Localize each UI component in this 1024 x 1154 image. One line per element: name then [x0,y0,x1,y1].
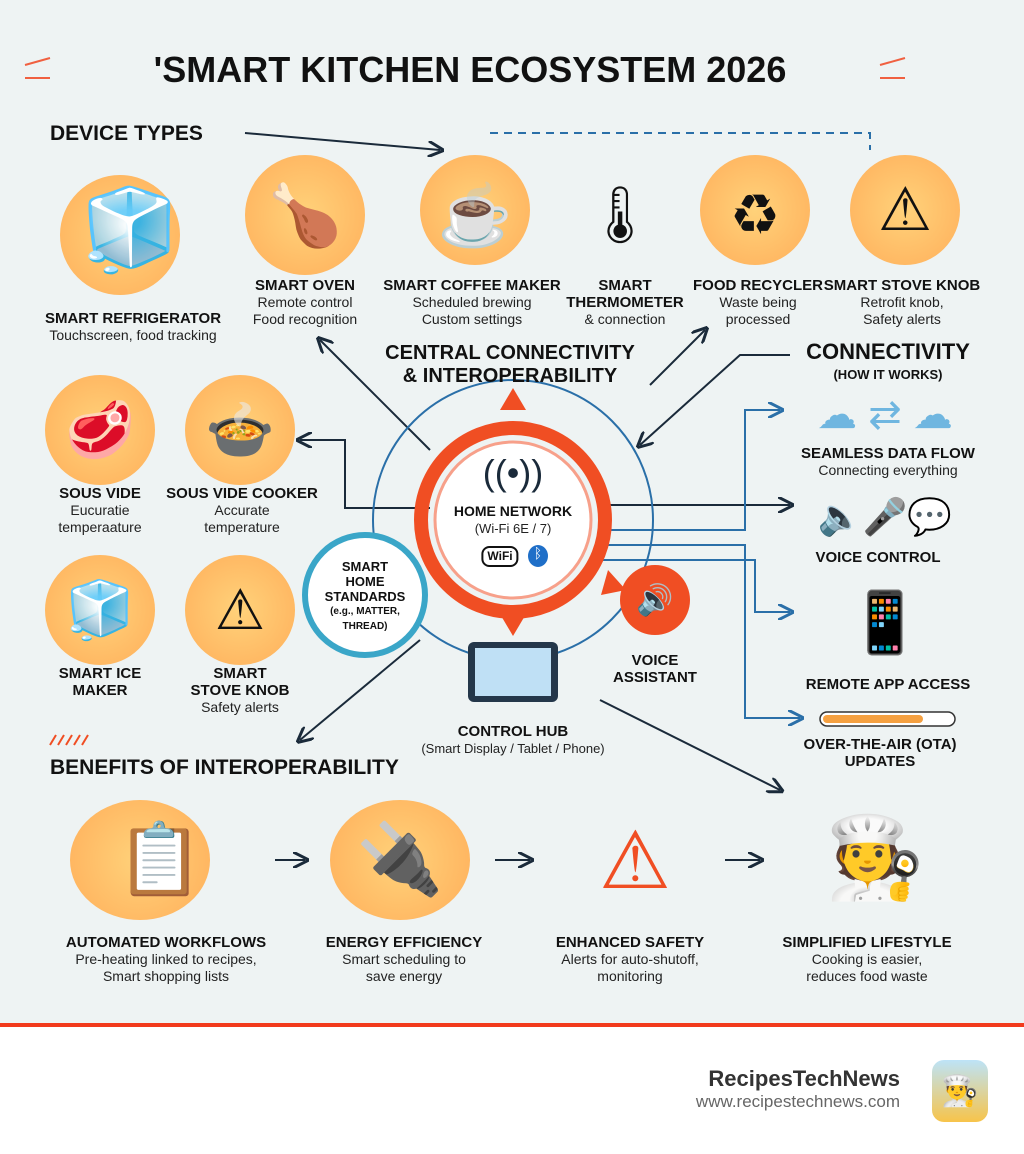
section-device-types: DEVICE TYPES [50,122,203,145]
device-desc: Food recognition [252,311,358,327]
device-desc: temperature [204,519,280,535]
device-name: SMART OVEN [254,277,356,294]
device-name: SMART REFRIGERATOR [44,310,222,327]
central-title: CENTRAL CONNECTIVITY [385,342,635,364]
device-name: SOUS VIDE COOKER [166,485,318,502]
device-name: STOVE KNOB [190,682,290,699]
device-name: THERMOMETER [566,294,684,311]
benefit-desc: reduces food waste [806,968,928,984]
device-desc: & connection [584,311,666,327]
connector-lines [24,57,956,1024]
cloud-data-flow-icon: ☁ ⇄ ☁ [817,393,953,437]
benefit-desc: Smart shopping lists [102,968,230,984]
infographic: 'SMART KITCHEN ECOSYSTEM 2026 DEVICE TYP… [0,0,1024,1024]
device-name: SMART ICE [58,665,142,682]
benefit-name: ENHANCED SAFETY [555,934,705,951]
refrigerator-icon: 🧊 [80,185,180,274]
device-desc: Custom settings [421,311,523,327]
food-recycler-icon: ♻ [729,183,781,246]
connectivity-subtitle: (HOW IT WORKS) [833,367,943,382]
connectivity-item-name: SEAMLESS DATA FLOW [801,445,975,462]
device-name: SMART [598,277,652,294]
benefit-name: AUTOMATED WORKFLOWS [65,934,267,951]
coffee-maker-icon: ☕ [437,181,513,249]
device-name: SMART STOVE KNOB [823,277,981,294]
benefit-desc: Pre-heating linked to recipes, [75,951,257,967]
divider [0,1023,1024,1027]
device-desc: Safety alerts [201,699,279,715]
voice-assistant-label: ASSISTANT [613,669,697,686]
thermometer-icon: 🌡 [584,183,656,246]
benefit-desc: Alerts for auto-shutoff, [561,951,699,967]
voice-assistant-label: VOICE [631,652,679,669]
energy-plug-icon: 🔌 [356,820,444,898]
speaker-icon: 🔊 [636,583,674,617]
device-name: FOOD RECYCLER [692,277,824,294]
device-desc: Remote control [257,294,353,310]
device-desc: temperaature [58,519,142,535]
benefit-desc: Smart scheduling to [342,951,466,967]
device-desc: Accurate [214,502,270,518]
warning-icon: ⚠ [599,815,671,905]
benefit-desc: monitoring [597,968,663,984]
standards-label: THREAD) [342,621,388,632]
remote-app-icon: 📱 [847,589,923,656]
wifi-badge: WiFi [481,546,519,567]
device-desc: Touchscreen, food tracking [49,327,217,343]
benefit-desc: save energy [365,968,443,984]
connectivity-title: CONNECTIVITY [806,339,970,364]
device-desc: Scheduled brewing [412,294,532,310]
standards-label: HOME [345,574,385,589]
chef-cooking-icon: 🧑‍🍳 [825,812,925,902]
sous-vide-icon: 🥩 [65,398,135,461]
checklist-icon: 📋 [116,820,204,898]
standards-label: (e.g., MATTER, [330,606,400,617]
device-desc: Safety alerts [863,311,941,327]
benefit-name: ENERGY EFFICIENCY [325,934,483,951]
standards-label: SMART [341,559,389,574]
device-desc: Waste being [719,294,797,310]
device-desc: Retrofit knob, [860,294,944,310]
device-name: SOUS VIDE [59,485,141,502]
sous-vide-cooker-icon: 🍲 [205,398,275,461]
home-network-label: HOME NETWORK [453,503,573,519]
connectivity-item-name: REMOTE APP ACCESS [805,676,971,693]
voice-control-icon: 🔈🎤💬 [817,496,953,537]
footer-brand: RecipesTechNews [708,1066,900,1091]
connectivity-item-name: UPDATES [844,753,916,770]
device-desc: Eucuratie [70,502,130,518]
device-desc: processed [725,311,791,327]
device-name: SMART COFFEE MAKER [383,277,561,294]
section-benefits: BENEFITS OF INTEROPERABILITY [50,756,399,779]
brand-logo: 👨‍🍳 [932,1060,988,1122]
central-title: & INTEROPERABILITY [402,365,618,387]
footer-url[interactable]: www.recipestechnews.com [695,1092,900,1111]
stove-knob-icon: ⚠ [214,578,266,641]
standards-label: STANDARDS [324,589,406,604]
benefit-desc: Cooking is easier, [811,951,923,967]
stove-knob-icon: ⚠ [878,176,932,243]
device-name: MAKER [72,682,128,699]
oven-icon: 🍗 [267,181,343,249]
wifi-icon: ((•)) [482,451,544,493]
page-title: 'SMART KITCHEN ECOSYSTEM 2026 [153,49,787,90]
connectivity-item-name: VOICE CONTROL [815,549,941,566]
ice-maker-icon: 🧊 [65,578,135,641]
home-network-sub: (Wi-Fi 6E / 7) [474,521,552,536]
benefit-name: SIMPLIFIED LIFESTYLE [782,934,952,951]
device-name: SMART [213,665,267,682]
connectivity-item-name: OVER-THE-AIR (OTA) [803,736,957,753]
bluetooth-icon: ᛒ [528,545,548,567]
connectivity-item-desc: Connecting everything [818,462,958,478]
control-hub-label: CONTROL HUB [457,723,569,740]
control-hub-sub: (Smart Display / Tablet / Phone) [421,741,605,756]
